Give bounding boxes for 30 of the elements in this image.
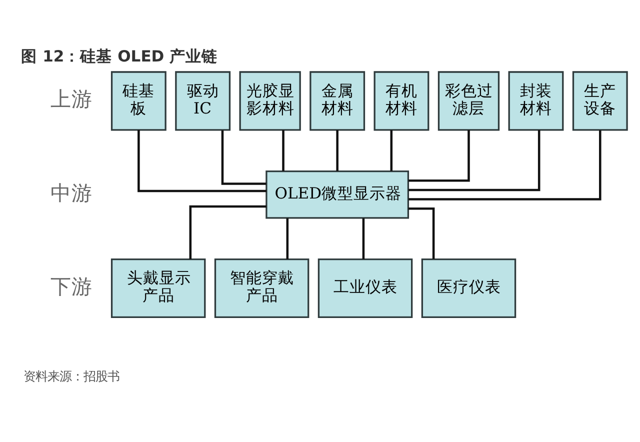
node-box: 智能穿戴产品 <box>214 258 310 318</box>
node-box: 工业仪表 <box>318 258 413 318</box>
diagram-title: 图 12：硅基 OLED 产业链 <box>21 48 218 66</box>
connector <box>362 218 365 260</box>
connector <box>336 130 338 172</box>
node-box: 彩色过滤层 <box>438 71 500 131</box>
connector <box>408 207 435 260</box>
label: 上游 <box>50 87 92 112</box>
connector <box>408 130 602 200</box>
node-box: 头戴显示产品 <box>110 258 206 318</box>
node-box: 有机材料 <box>374 71 430 131</box>
connector <box>408 130 540 192</box>
node-box: 生产设备 <box>572 71 628 131</box>
node-box: 驱动IC <box>175 71 231 131</box>
label: 下游 <box>50 274 92 298</box>
node-box: 医疗仪表 <box>421 258 516 318</box>
connector <box>282 130 284 172</box>
node-box: 硅基板 <box>110 71 166 131</box>
connector <box>221 130 266 185</box>
connector <box>390 130 393 172</box>
node-box: 金属材料 <box>310 71 366 131</box>
label: 中游 <box>50 180 92 205</box>
node-box: 光胶显影材料 <box>239 71 301 131</box>
caption: 资料来源：招股书 <box>23 368 120 384</box>
connector <box>286 218 289 260</box>
connector <box>138 130 266 192</box>
node-box: 封装材料 <box>508 71 564 131</box>
node-box: OLED微型显示器 <box>266 170 410 219</box>
connector <box>408 130 470 182</box>
connector <box>189 205 266 260</box>
